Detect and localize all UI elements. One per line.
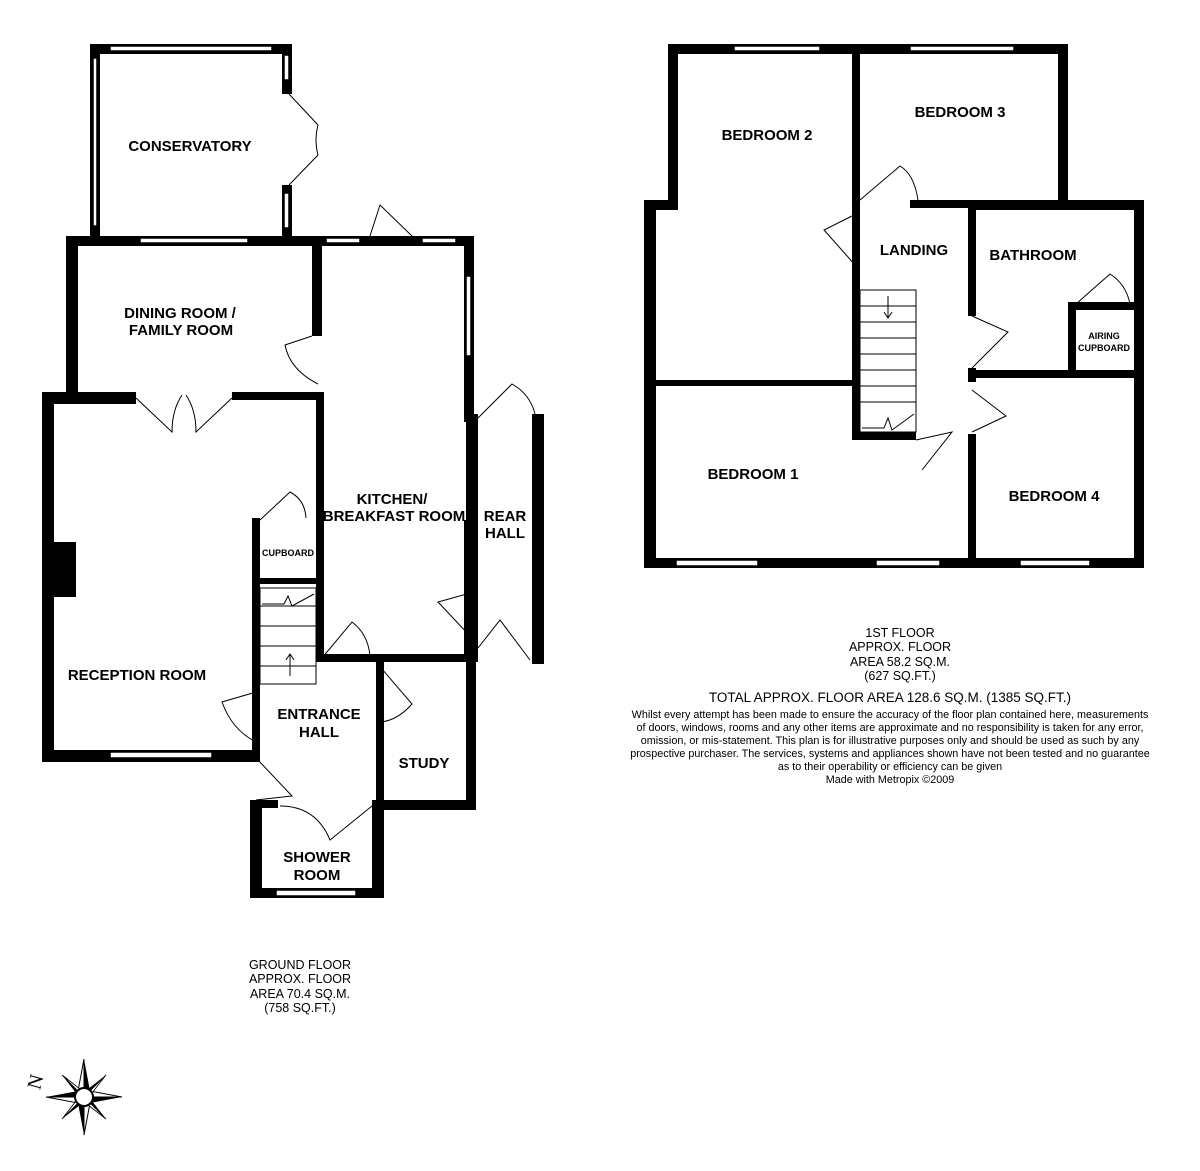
room-label-kitchen-line1: KITCHEN/ bbox=[357, 491, 429, 508]
room-label-conservatory: CONSERVATORY bbox=[128, 138, 251, 155]
room-label-study: STUDY bbox=[399, 755, 450, 772]
shower-room-walls bbox=[250, 800, 384, 898]
room-label-shower-line2: ROOM bbox=[294, 867, 341, 884]
room-label-rear-hall-line1: REAR bbox=[484, 508, 527, 525]
disclaimer-line: omission, or mis-statement. This plan is… bbox=[640, 734, 1140, 747]
room-label-bedroom4: BEDROOM 4 bbox=[1009, 488, 1101, 505]
disclaimer-line: of doors, windows, rooms and any other i… bbox=[636, 721, 1144, 734]
first-floor-note-line: 1ST FLOOR bbox=[865, 626, 935, 640]
first-floor-plan: BEDROOM 2 BEDROOM 3 LANDING BATHROOM AIR… bbox=[644, 44, 1144, 568]
reception-room-walls bbox=[42, 392, 322, 762]
conservatory-walls bbox=[90, 44, 319, 242]
first-floor-note-line: AREA 58.2 SQ.M. bbox=[849, 654, 951, 669]
room-label-bedroom3: BEDROOM 3 bbox=[915, 104, 1006, 121]
room-label-entrance-line1: ENTRANCE bbox=[277, 706, 360, 723]
ground-floor-plan: CONSERVATORY DINING ROOM / FAMILY ROOM K… bbox=[42, 44, 544, 898]
room-label-bathroom: BATHROOM bbox=[989, 247, 1076, 264]
ground-floor-note-line: APPROX. FLOOR bbox=[248, 972, 352, 987]
room-label-bedroom1: BEDROOM 1 bbox=[708, 466, 799, 483]
room-label-reception: RECEPTION ROOM bbox=[68, 667, 206, 684]
room-label-airing-line2: CUPBOARD bbox=[1078, 343, 1131, 353]
room-label-dining-line1: DINING ROOM / bbox=[124, 305, 236, 322]
dining-room-walls bbox=[66, 236, 326, 396]
total-floor-area: TOTAL APPROX. FLOOR AREA 128.6 SQ.M. (13… bbox=[708, 690, 1072, 705]
ground-floor-area-note: GROUND FLOOR APPROX. FLOOR AREA 70.4 SQ.… bbox=[200, 958, 400, 1016]
first-floor-stairs bbox=[859, 289, 917, 433]
ground-floor-note-line: GROUND FLOOR bbox=[248, 958, 352, 972]
disclaimer-line: Whilst every attempt has been made to en… bbox=[631, 709, 1149, 721]
disclaimer-line: prospective purchaser. The services, sys… bbox=[630, 747, 1150, 760]
room-label-rear-hall-line2: HALL bbox=[485, 525, 525, 542]
first-floor-note-line: APPROX. FLOOR bbox=[848, 640, 952, 655]
disclaimer-line: Made with Metropix ©2009 bbox=[825, 773, 955, 786]
first-floor-area-note: 1ST FLOOR APPROX. FLOOR AREA 58.2 SQ.M. … bbox=[790, 626, 1010, 684]
room-label-airing-line1: AIRING bbox=[1088, 331, 1120, 341]
rear-hall-walls bbox=[466, 383, 544, 664]
study-walls bbox=[376, 662, 476, 810]
ground-floor-note-line: (758 SQ.FT.) bbox=[264, 1001, 336, 1016]
cupboard-walls bbox=[252, 491, 322, 686]
ground-floor-note-line: AREA 70.4 SQ.M. bbox=[249, 986, 351, 1001]
room-label-shower-line1: SHOWER bbox=[283, 849, 351, 866]
disclaimer-text: Whilst every attempt has been made to en… bbox=[598, 709, 1182, 787]
disclaimer-line: as to their operability or efficiency ca… bbox=[777, 760, 1003, 773]
room-label-landing: LANDING bbox=[880, 242, 948, 259]
compass-north-letter: N bbox=[24, 1072, 49, 1092]
room-label-bedroom2: BEDROOM 2 bbox=[722, 127, 813, 144]
room-label-dining-line2: FAMILY ROOM bbox=[129, 322, 233, 339]
ground-stairs bbox=[259, 587, 317, 685]
kitchen-walls bbox=[316, 204, 475, 660]
room-label-cupboard: CUPBOARD bbox=[262, 548, 315, 558]
compass-rose-icon bbox=[45, 1058, 123, 1136]
first-floor-note-line: (627 SQ.FT.) bbox=[864, 669, 936, 684]
room-label-entrance-line2: HALL bbox=[299, 724, 339, 741]
room-label-kitchen-line2: BREAKFAST ROOM bbox=[323, 508, 466, 525]
